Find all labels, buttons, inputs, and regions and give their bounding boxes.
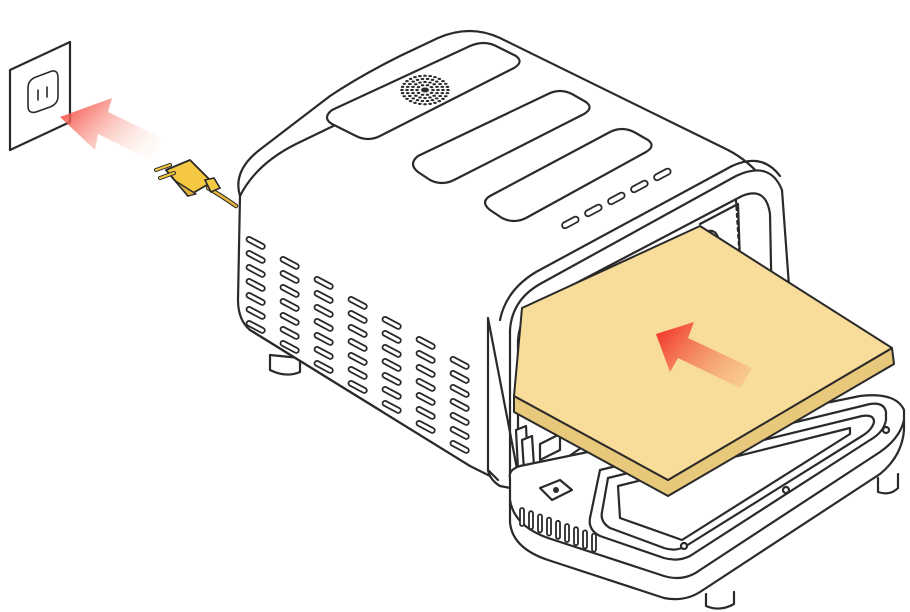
fan-vent-hole: [418, 96, 422, 98]
fan-vent-hole: [431, 89, 435, 91]
fan-vent-hole: [423, 97, 427, 99]
fan-vent-hole: [446, 86, 450, 88]
fan-vent-hole: [436, 89, 440, 91]
fan-vent-hole: [405, 89, 409, 91]
fan-vent-hole: [421, 84, 425, 86]
fan-vent-hole: [402, 95, 406, 97]
fan-vent-hole: [411, 92, 415, 94]
fan-vent-hole: [438, 78, 442, 80]
fan-vent-hole: [428, 75, 432, 77]
fan-vent-hole: [438, 100, 442, 102]
fan-vent-hole: [423, 75, 427, 77]
fan-vent-hole: [418, 75, 422, 77]
base-vent-slot: [538, 514, 542, 532]
fan-vent-hole: [421, 100, 425, 102]
fan-vent-hole: [418, 81, 422, 83]
fan-vent-hole: [440, 86, 444, 88]
fan-vent-hole: [402, 83, 406, 85]
fan-vent-hole: [423, 81, 427, 83]
fan-vent-hole: [432, 95, 436, 97]
fan-vent-hole: [400, 89, 404, 91]
fan-vent-hole: [426, 78, 430, 80]
power-plug-icon: [156, 160, 236, 206]
fan-vent-hole: [440, 92, 444, 94]
fan-vent-hole: [430, 86, 434, 88]
base-vent-slot: [520, 508, 524, 526]
fan-vent-hole: [426, 84, 430, 86]
fan-vent-hole: [430, 92, 434, 94]
fan-vent-hole: [401, 92, 405, 94]
fan-vent-hole: [438, 83, 442, 85]
fan-vent-hole: [409, 100, 413, 102]
base-vent-slot: [592, 534, 596, 552]
fan-vent-hole: [401, 86, 405, 88]
fan-vent-hole: [435, 86, 439, 88]
fan-vent-hole: [421, 78, 425, 80]
base-vent-slot: [574, 527, 578, 545]
fan-vent-hole: [411, 80, 415, 82]
fan-vent-hole: [416, 99, 420, 101]
fan-vent-hole: [435, 97, 439, 99]
fan-vent-hole: [433, 102, 437, 104]
fan-vent-hole: [408, 83, 412, 85]
fan-vent-hole: [428, 96, 432, 98]
fan-vent-hole: [426, 100, 430, 102]
fan-vent-hole: [418, 103, 422, 105]
fan-vent-hole: [444, 95, 448, 97]
fan-vent-hole: [416, 79, 420, 81]
fan-vent-hole: [415, 89, 419, 91]
fan-vent-hole: [433, 76, 437, 78]
fan-vent-hole: [428, 81, 432, 83]
fan-vent-hole: [435, 80, 439, 82]
fan-vent-hole: [421, 94, 425, 96]
fan-vent-hole: [406, 86, 410, 88]
fan-vent-hole: [438, 95, 442, 97]
fan-vent-hole: [428, 103, 432, 105]
fan-vent-hole: [423, 103, 427, 105]
base-vent-slot: [547, 518, 551, 536]
fan-vent-hole: [431, 99, 435, 101]
fan-vent-hole: [435, 92, 439, 94]
fan-vent-hole: [405, 80, 409, 82]
fan-vent-hole: [413, 76, 417, 78]
fan-vent-hole: [411, 86, 415, 88]
fan-vent-hole: [408, 95, 412, 97]
wall-outlet-icon: [10, 42, 70, 150]
fan-vent-hole: [426, 94, 430, 96]
fan-vent-hole: [417, 86, 421, 88]
plug-in-direction-arrow-icon: [60, 98, 162, 160]
base-vent-slot: [583, 530, 587, 548]
fan-vent-hole: [446, 92, 450, 94]
fan-vent-hole: [410, 89, 414, 91]
fan-vent-hole: [417, 92, 421, 94]
base-vent-slot: [556, 521, 560, 539]
fan-vent-hole: [441, 89, 445, 91]
fan-vent-hole: [444, 83, 448, 85]
fan-vent-hole: [441, 98, 445, 100]
fan-vent-hole: [446, 89, 450, 91]
fan-vent-hole: [441, 80, 445, 82]
fan-vent-hole: [411, 97, 415, 99]
fan-vent-hole: [409, 78, 413, 80]
fan-vent-hole: [413, 102, 417, 104]
fan-vent-hole: [406, 92, 410, 94]
fan-vent-hole: [414, 95, 418, 97]
base-vent-slot: [529, 511, 533, 529]
base-vent-slot: [565, 524, 569, 542]
fan-vent-hole: [405, 98, 409, 100]
fan-vent-hole: [414, 83, 418, 85]
fan-vent-hole: [432, 83, 436, 85]
fan-vent-hole: [431, 79, 435, 81]
